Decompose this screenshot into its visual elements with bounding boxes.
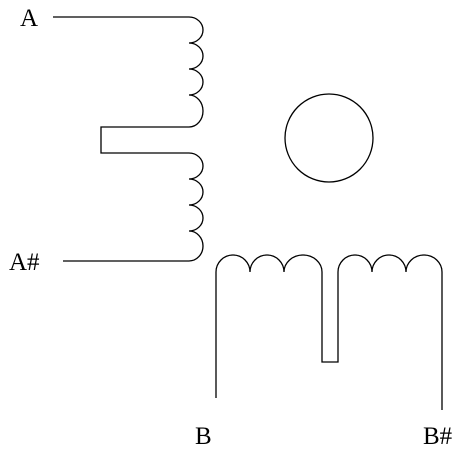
terminal-label-a: A [20, 5, 38, 32]
coil-b-winding [215, 254, 443, 410]
coil-a-winding [53, 16, 204, 262]
terminal-label-b: B [195, 423, 212, 450]
terminal-label-b-bar: B# [423, 423, 453, 450]
rotor-circle [284, 93, 374, 183]
terminal-label-a-bar: A# [9, 249, 40, 276]
